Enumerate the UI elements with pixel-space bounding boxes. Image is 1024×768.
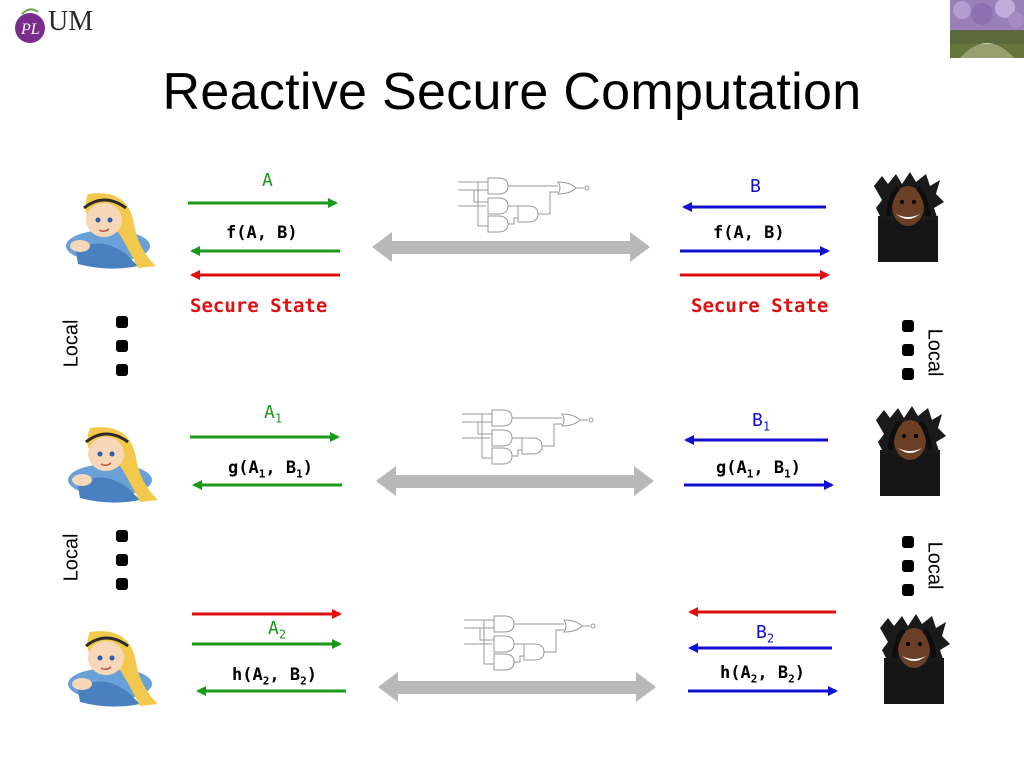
bob-output-label: g(A1, B1) — [716, 458, 801, 481]
alice-secure-state-label: Secure State — [190, 295, 328, 317]
bob-input-label: B2 — [756, 622, 775, 646]
alice-input-label: A2 — [268, 618, 287, 642]
circuit-icon — [461, 409, 594, 465]
logo: PL — [8, 4, 118, 44]
alice-output-label: h(A2, B2) — [232, 665, 317, 688]
bob-icon — [874, 172, 944, 262]
bob-input-label: B1 — [752, 410, 771, 434]
secure-channel-arrow — [376, 466, 654, 496]
bob-input-label: B — [750, 176, 761, 197]
bob-secure-state-label: Secure State — [691, 295, 829, 317]
local-label: Local — [60, 533, 83, 582]
alice-input-label: A — [262, 170, 273, 191]
secure-channel-arrow — [378, 672, 656, 702]
circuit-icon — [457, 177, 590, 233]
alice-icon — [64, 191, 158, 271]
alice-output-label: g(A1, B1) — [228, 458, 313, 481]
logo-mark: PL — [20, 21, 40, 38]
ellipsis-icon — [116, 530, 128, 590]
logo-text: UM — [48, 6, 94, 37]
alice-icon — [66, 425, 160, 505]
alice-output-label: f(A, B) — [226, 223, 298, 243]
ellipsis-icon — [116, 316, 128, 376]
local-label: Local — [60, 319, 83, 368]
bob-icon — [876, 406, 946, 496]
ellipsis-icon — [902, 536, 914, 596]
alice-icon — [66, 629, 160, 709]
bob-output-label: h(A2, B2) — [720, 663, 805, 686]
alice-input-label: A1 — [264, 402, 283, 426]
secure-channel-arrow — [372, 232, 650, 262]
slide-title: Reactive Secure Computation — [162, 63, 862, 121]
local-label: Local — [923, 328, 946, 377]
bob-icon — [880, 614, 950, 704]
wisteria-photo-icon — [950, 0, 1024, 58]
bob-output-label: f(A, B) — [713, 223, 785, 243]
local-label: Local — [923, 541, 946, 590]
ellipsis-icon — [902, 320, 914, 380]
logo-icon: PL — [15, 8, 45, 43]
circuit-icon — [463, 615, 596, 671]
